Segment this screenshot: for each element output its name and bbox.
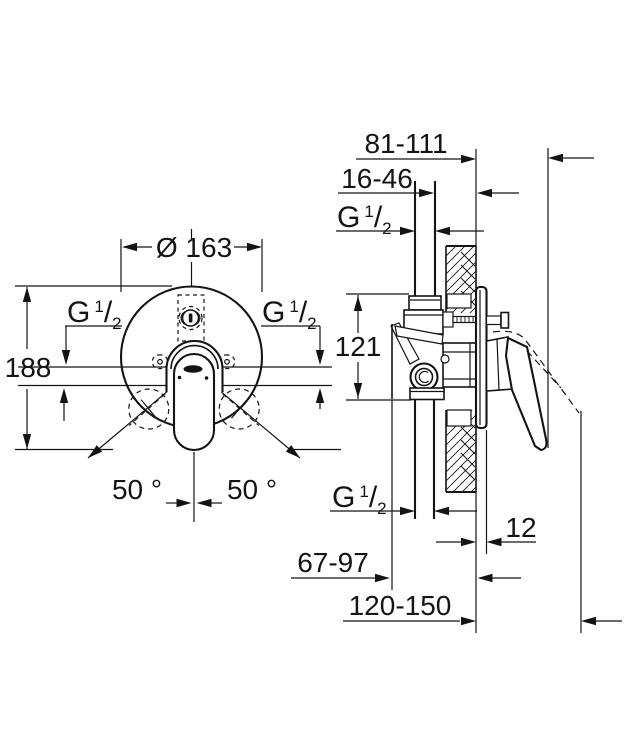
dimension-wall-to-handle: 81-111 xyxy=(356,128,594,164)
connection-spacing-label: 121 xyxy=(335,331,382,362)
wall-section xyxy=(445,244,476,494)
handle-dot-left xyxy=(177,375,182,380)
wall-to-handle-label: 81-111 xyxy=(364,128,447,159)
dimension-plate-thickness: 12 xyxy=(436,512,537,547)
dimension-plate-diameter: Ø 163 xyxy=(120,229,263,292)
side-view: 81-111 16-46 G1/2 121 xyxy=(291,128,622,633)
handle-projection-label: 120-150 xyxy=(349,590,452,621)
escutcheon-plate-side xyxy=(474,285,488,430)
swing-angle-right-label: 50 ° xyxy=(227,474,277,505)
diverter-knob xyxy=(485,311,510,329)
dimension-swing-angles: 50 ° 50 ° xyxy=(85,445,303,522)
dimension-installation-depth: 16-46 xyxy=(338,163,519,198)
installation-depth-label: 16-46 xyxy=(341,163,413,194)
handle-indicator-badge xyxy=(183,365,203,373)
dimension-handle-projection: 120-150 xyxy=(343,590,622,626)
lever-handle-side xyxy=(504,336,548,452)
body-depth-label: 67-97 xyxy=(297,547,369,578)
mounting-ears xyxy=(151,354,236,370)
shower-outlet-fitting xyxy=(177,294,205,342)
union-nut xyxy=(409,362,439,392)
supply-pipes xyxy=(413,181,437,519)
lever-handle-front xyxy=(172,352,216,452)
handle-dot-right xyxy=(204,376,209,380)
dimension-body-depth: 67-97 xyxy=(291,547,521,583)
plate-thickness-label: 12 xyxy=(505,512,536,543)
handle-collar-inner xyxy=(170,344,219,370)
swing-angle-left-label: 50 ° xyxy=(112,474,162,505)
overall-height-label: 188 xyxy=(5,352,52,383)
plate-diameter-label: Ø 163 xyxy=(156,232,232,263)
lever-swung-position xyxy=(492,330,580,414)
dimension-connection-spacing: 121 xyxy=(335,293,411,401)
hex-nut xyxy=(442,311,454,328)
